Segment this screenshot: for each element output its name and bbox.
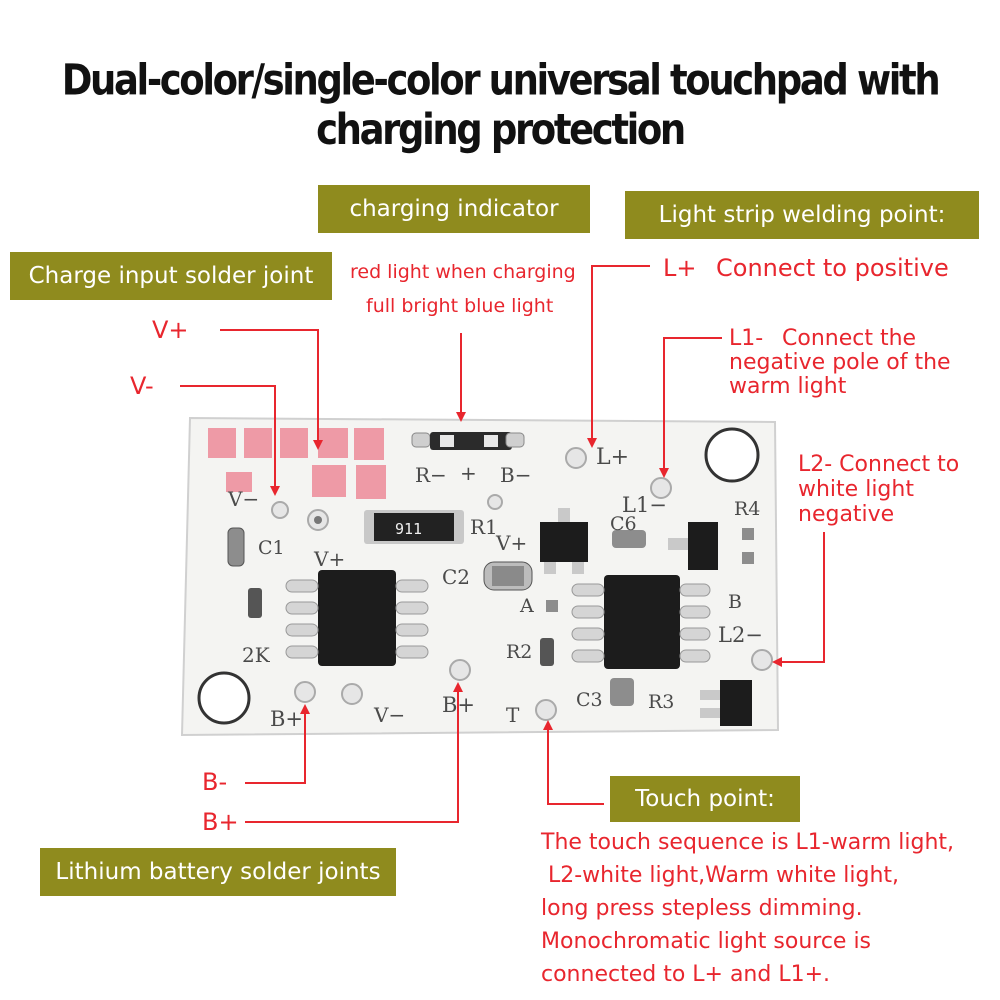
b-minus-label: B- [202, 768, 228, 796]
silk-b: B [728, 591, 742, 613]
silk-c3: C3 [576, 689, 603, 711]
silk-b-plus-bottom: B+ [270, 707, 303, 731]
l1-desc-line-1: Connect the [782, 326, 917, 351]
l1-desc-line-3: warm light [729, 374, 847, 399]
touch-desc-line-2: L2-white light,Warm white light, [541, 863, 900, 888]
v-plus-label: V+ [152, 316, 189, 344]
l2-desc-line-2: white light [798, 477, 914, 502]
arrow-l2 [772, 532, 825, 667]
silk-c6: C6 [610, 513, 637, 535]
l1-pin-label: L1- [729, 326, 764, 351]
silk-l-plus: L+ [596, 445, 629, 470]
charge-input-label: Charge input solder joint [10, 252, 332, 300]
l2-desc-line-1: L2- Connect to [798, 452, 960, 477]
charging-indicator-label: charging indicator [318, 185, 590, 233]
l2-desc-line-3: negative [798, 502, 895, 527]
silk-911: 911 [395, 520, 422, 538]
arrow-b-plus [245, 682, 463, 823]
v-minus-label: V- [130, 372, 154, 400]
silk-v-minus-bottom: V− [373, 703, 405, 727]
silk-r4: R4 [734, 498, 760, 520]
silk-b-minus: B− [500, 463, 531, 487]
silk-l2-minus: L2− [718, 623, 763, 647]
silk-a: A [519, 595, 534, 617]
indicator-line-1: red light when charging [350, 261, 576, 283]
page-title: Dual-color/single-color universal touchp… [61, 55, 941, 155]
touch-desc-line-4: Monochromatic light source is [541, 929, 872, 954]
arrow-l1 [659, 337, 722, 478]
silk-v-plus-2: V+ [495, 531, 527, 555]
arrow-v-minus [180, 385, 280, 496]
indicator-line-2: full bright blue light [366, 295, 554, 317]
silk-r-minus: R− [415, 463, 447, 487]
l-plus-pin-label: L+ [663, 254, 697, 282]
arrow-l-plus [587, 265, 650, 448]
light-strip-label: Light strip welding point: [625, 191, 979, 239]
silk-v-minus: V− [227, 487, 259, 511]
l-plus-desc: Connect to positive [716, 254, 949, 282]
touch-desc-line-3: long press stepless dimming. [541, 896, 863, 921]
silk-r2: R2 [506, 641, 532, 663]
silk-r1: R1 [470, 515, 498, 539]
touch-point-label: Touch point: [610, 776, 800, 822]
silk-v-plus: V+ [313, 547, 345, 571]
b-plus-label: B+ [202, 808, 239, 836]
touch-desc-line-5: connected to L+ and L1+. [541, 962, 831, 987]
silk-plus: + [460, 461, 477, 485]
touch-desc-line-1: The touch sequence is L1-warm light, [541, 830, 955, 855]
silk-c1: C1 [258, 537, 285, 559]
silk-l1-minus: L1− [622, 493, 667, 517]
silk-c2: C2 [442, 565, 470, 589]
arrow-b-minus [245, 704, 310, 784]
silk-r3: R3 [648, 691, 674, 713]
arrow-touch [543, 720, 604, 805]
arrow-v-plus [220, 329, 323, 450]
silk-t: T [506, 703, 520, 727]
l1-desc-line-2: negative pole of the [729, 350, 951, 375]
silk-2k: 2K [242, 643, 271, 667]
lithium-battery-label: Lithium battery solder joints [40, 848, 396, 896]
